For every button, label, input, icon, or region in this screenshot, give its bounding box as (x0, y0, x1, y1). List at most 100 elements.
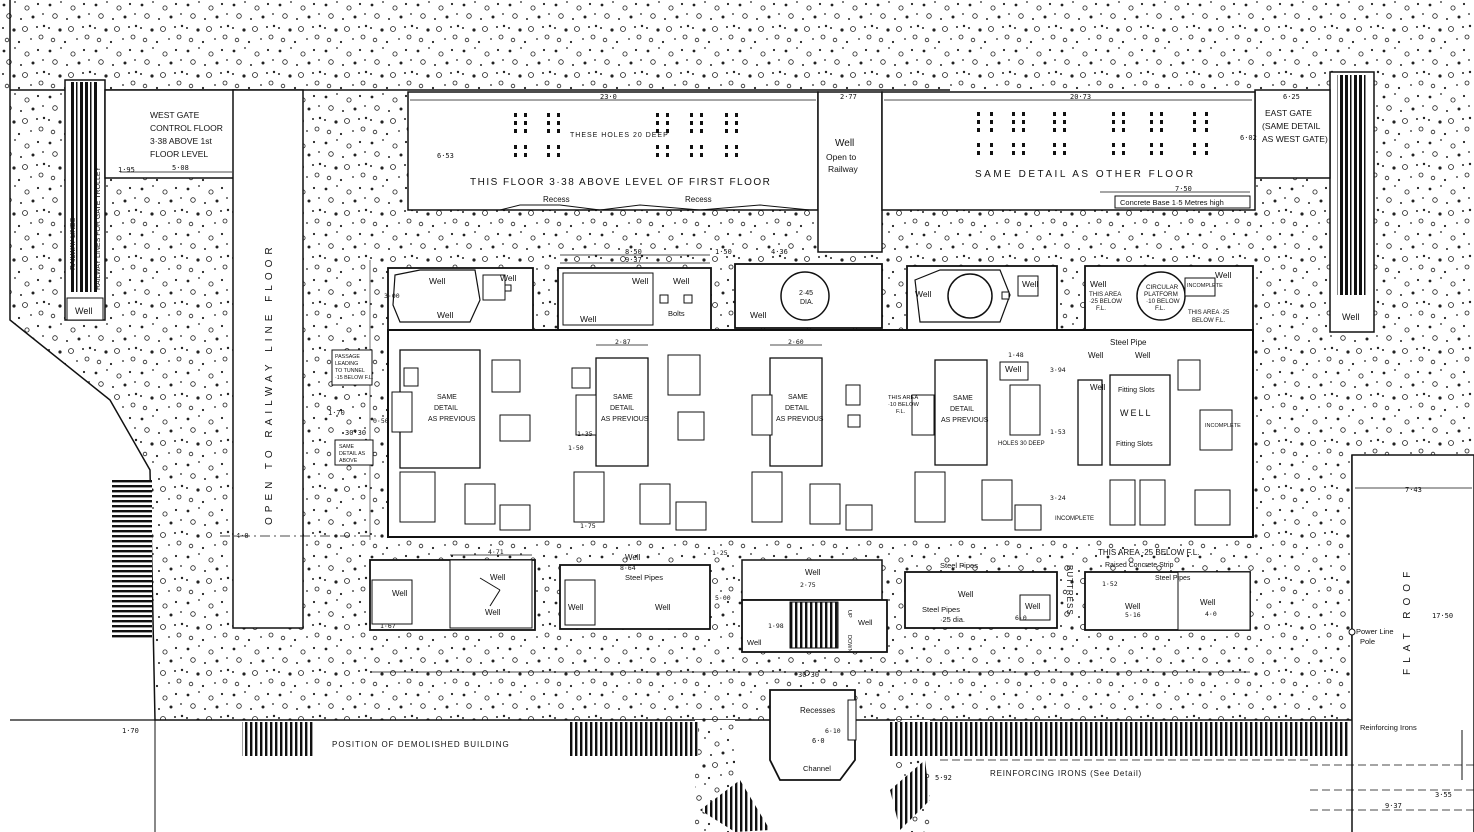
dim-1750: 17·50 (1432, 612, 1453, 620)
same-detail-previous-3: SAME DETAIL AS PREVIOUS (776, 394, 824, 423)
incomplete-label-bay5: INCOMPLETE (1205, 423, 1241, 429)
dim-175: 1·75 (580, 522, 596, 530)
dim-198: 1·98 (768, 622, 784, 630)
main-bunker: Well Well Well 3·00 Well Well Well Bolts… (328, 248, 1254, 679)
same-detail-above-label: SAME DETAIL AS ABOVE (339, 444, 367, 464)
this-floor-label: THIS FLOOR 3·38 ABOVE LEVEL OF FIRST FLO… (470, 177, 771, 188)
railway-floor-strip: OPEN TO RAILWAY LINE FLOOR 4·0 (220, 89, 380, 629)
well-label-6: Well (673, 276, 689, 286)
well-label-19: Well (568, 603, 584, 612)
dim-top-left: 23·0 (600, 93, 617, 101)
well-label-15: Well (1090, 383, 1106, 392)
dim-592: 5·92 (935, 774, 952, 782)
steel-pipes-label-1: Steel Pipes (625, 573, 663, 582)
dim-324: 3·24 (1050, 494, 1066, 502)
well-label-5: Well (580, 314, 596, 324)
dim-937: 9·37 (625, 256, 642, 264)
dim-60-bastion: 6·0 (812, 737, 825, 745)
reinforcing-irons-label: Reinforcing Irons (1360, 723, 1417, 732)
same-detail-previous-4: SAME DETAIL AS PREVIOUS (941, 395, 989, 424)
flat-roof: 7·43 17·50 FLAT ROOF Power Line Pole Rei… (1310, 454, 1474, 832)
dim-516: 5·16 (1125, 611, 1141, 619)
open-railway-floor-label: OPEN TO RAILWAY LINE FLOOR (264, 242, 275, 525)
well-label-22: Well (805, 568, 821, 577)
reinforcing-irons-detail-label: REINFORCING IRONS (See Detail) (990, 769, 1142, 778)
dim-125: 1·25 (712, 549, 728, 557)
dim-concrete-width: 7·50 (1175, 185, 1192, 193)
well-label-23: Well (958, 590, 974, 599)
well-center-label: WELL (1120, 408, 1153, 418)
bay-1: SAME DETAIL AS PREVIOUS (391, 349, 531, 531)
dim-602: 6·02 (1240, 134, 1257, 142)
well-label-1: Well (429, 276, 445, 286)
dim-3030-left: 30·30 (345, 429, 366, 437)
well-label-13: Well (1088, 351, 1104, 360)
dim-135: 1·35 (577, 430, 593, 438)
holes-left (514, 113, 738, 157)
incomplete-label: INCOMPLETE (1055, 516, 1094, 522)
well-label-10: Well (1215, 270, 1231, 280)
well-label-24: Well (1025, 602, 1041, 611)
dim-937-bottom: 9·37 (1385, 802, 1402, 810)
east-gate-label: EAST GATE (SAME DETAIL AS WEST GATE) (1262, 108, 1328, 144)
channel-label: Channel (803, 764, 831, 773)
dim-167: 1·67 (380, 622, 396, 630)
well-label-2: Well (437, 310, 453, 320)
dim-top-mid: 2·77 (840, 93, 857, 101)
this-area-10-below: THIS AREA ·10 BELOW F.L. (888, 395, 921, 415)
well-label-21: Well (625, 553, 641, 562)
upper-floor: 23·0 2·77 20·73 6·53 6·02 (407, 91, 1257, 253)
dim-150-bay: 1·50 (568, 444, 584, 452)
dim-300: 3·00 (384, 292, 400, 300)
dim-275: 2·75 (800, 581, 816, 589)
up-label: UP (846, 610, 852, 618)
dim-148: 1·48 (1008, 351, 1024, 359)
well-label-9: Well (1022, 279, 1038, 289)
same-detail-previous-1: SAME DETAIL AS PREVIOUS (428, 394, 476, 423)
dim-287: 2·87 (615, 338, 631, 346)
bay-3: SAME DETAIL AS PREVIOUS 2·60 (751, 338, 873, 531)
fitting-slots-2: Fitting Slots (1116, 441, 1153, 448)
well-label-17: Well (485, 608, 501, 617)
dim-864: 8·64 (620, 564, 636, 572)
well-label-14: Well (1135, 351, 1151, 360)
well-label-11: Well (1090, 279, 1106, 289)
circular-platform-label: CIRCULAR PLATFORM ·10 BELOW F.L. (1144, 284, 1181, 312)
well-label-28: Well (858, 618, 873, 627)
dim-260: 2·60 (788, 338, 804, 346)
dim-east: 6·25 (1283, 93, 1300, 101)
dim-394: 3·94 (1050, 366, 1066, 374)
well-label-4: Well (632, 276, 648, 286)
dim-060: 0·50 (373, 417, 389, 425)
dim-153: 1·53 (1050, 428, 1066, 436)
well-label-18: Well (392, 589, 408, 598)
passage-tunnel-label: PASSAGE LEADING TO TUNNEL ·15 BELOW F.L. (335, 354, 373, 381)
dim-top-right: 20·73 (1070, 93, 1091, 101)
top-chambers: Well Well Well 3·00 Well Well Well Bolts… (384, 248, 1254, 381)
bay-5: Steel Pipe Well Well Well Fitting Slots … (1077, 338, 1241, 526)
incomplete-label-top: INCOMPLETE (1187, 283, 1223, 289)
west-gate: Well RAILWAY LINES RAILWAY LINES FOR GAT… (64, 79, 236, 321)
recess-left-label: Recess (543, 195, 570, 204)
railway-gate-trolley-label: RAILWAY LINES FOR GATE TROLLEY (95, 166, 102, 290)
bottom-band: POSITION OF DEMOLISHED BUILDING REINFORC… (10, 480, 1350, 832)
well-label-26: Well (1200, 598, 1216, 607)
dim-3030-bottom: 30·30 (798, 671, 819, 679)
same-detail-previous-2: SAME DETAIL AS PREVIOUS (601, 394, 649, 423)
steel-pipes-label-2: Steel Pipes (940, 561, 978, 570)
steel-pipes-25-label: Steel Pipes ·25 dia. (922, 605, 965, 624)
these-holes-label: THESE HOLES 20 DEEP (570, 132, 669, 139)
bay-2: SAME DETAIL AS PREVIOUS 2·87 1·75 1·50 1… (568, 338, 707, 531)
east-well-label: Well (1342, 312, 1359, 322)
dim-500: 5·00 (715, 594, 731, 602)
same-detail-other-floor-label: SAME DETAIL AS OTHER FLOOR (975, 169, 1196, 180)
this-area-25-below-a: THIS AREA ·25 BELOW F.L. (1089, 291, 1124, 312)
holes-right (977, 112, 1208, 155)
this-area-25-below-fl-label: THIS AREA ·25 BELOW F.L. (1098, 548, 1199, 557)
dia-245-label: 2·45 DIA. (799, 290, 815, 306)
well-label-8: Well (915, 289, 931, 299)
dim-west-rail: 1·95 (118, 166, 135, 174)
flat-roof-label: FLAT ROOF (1402, 566, 1413, 675)
demolished-building-label: POSITION OF DEMOLISHED BUILDING (332, 740, 510, 749)
